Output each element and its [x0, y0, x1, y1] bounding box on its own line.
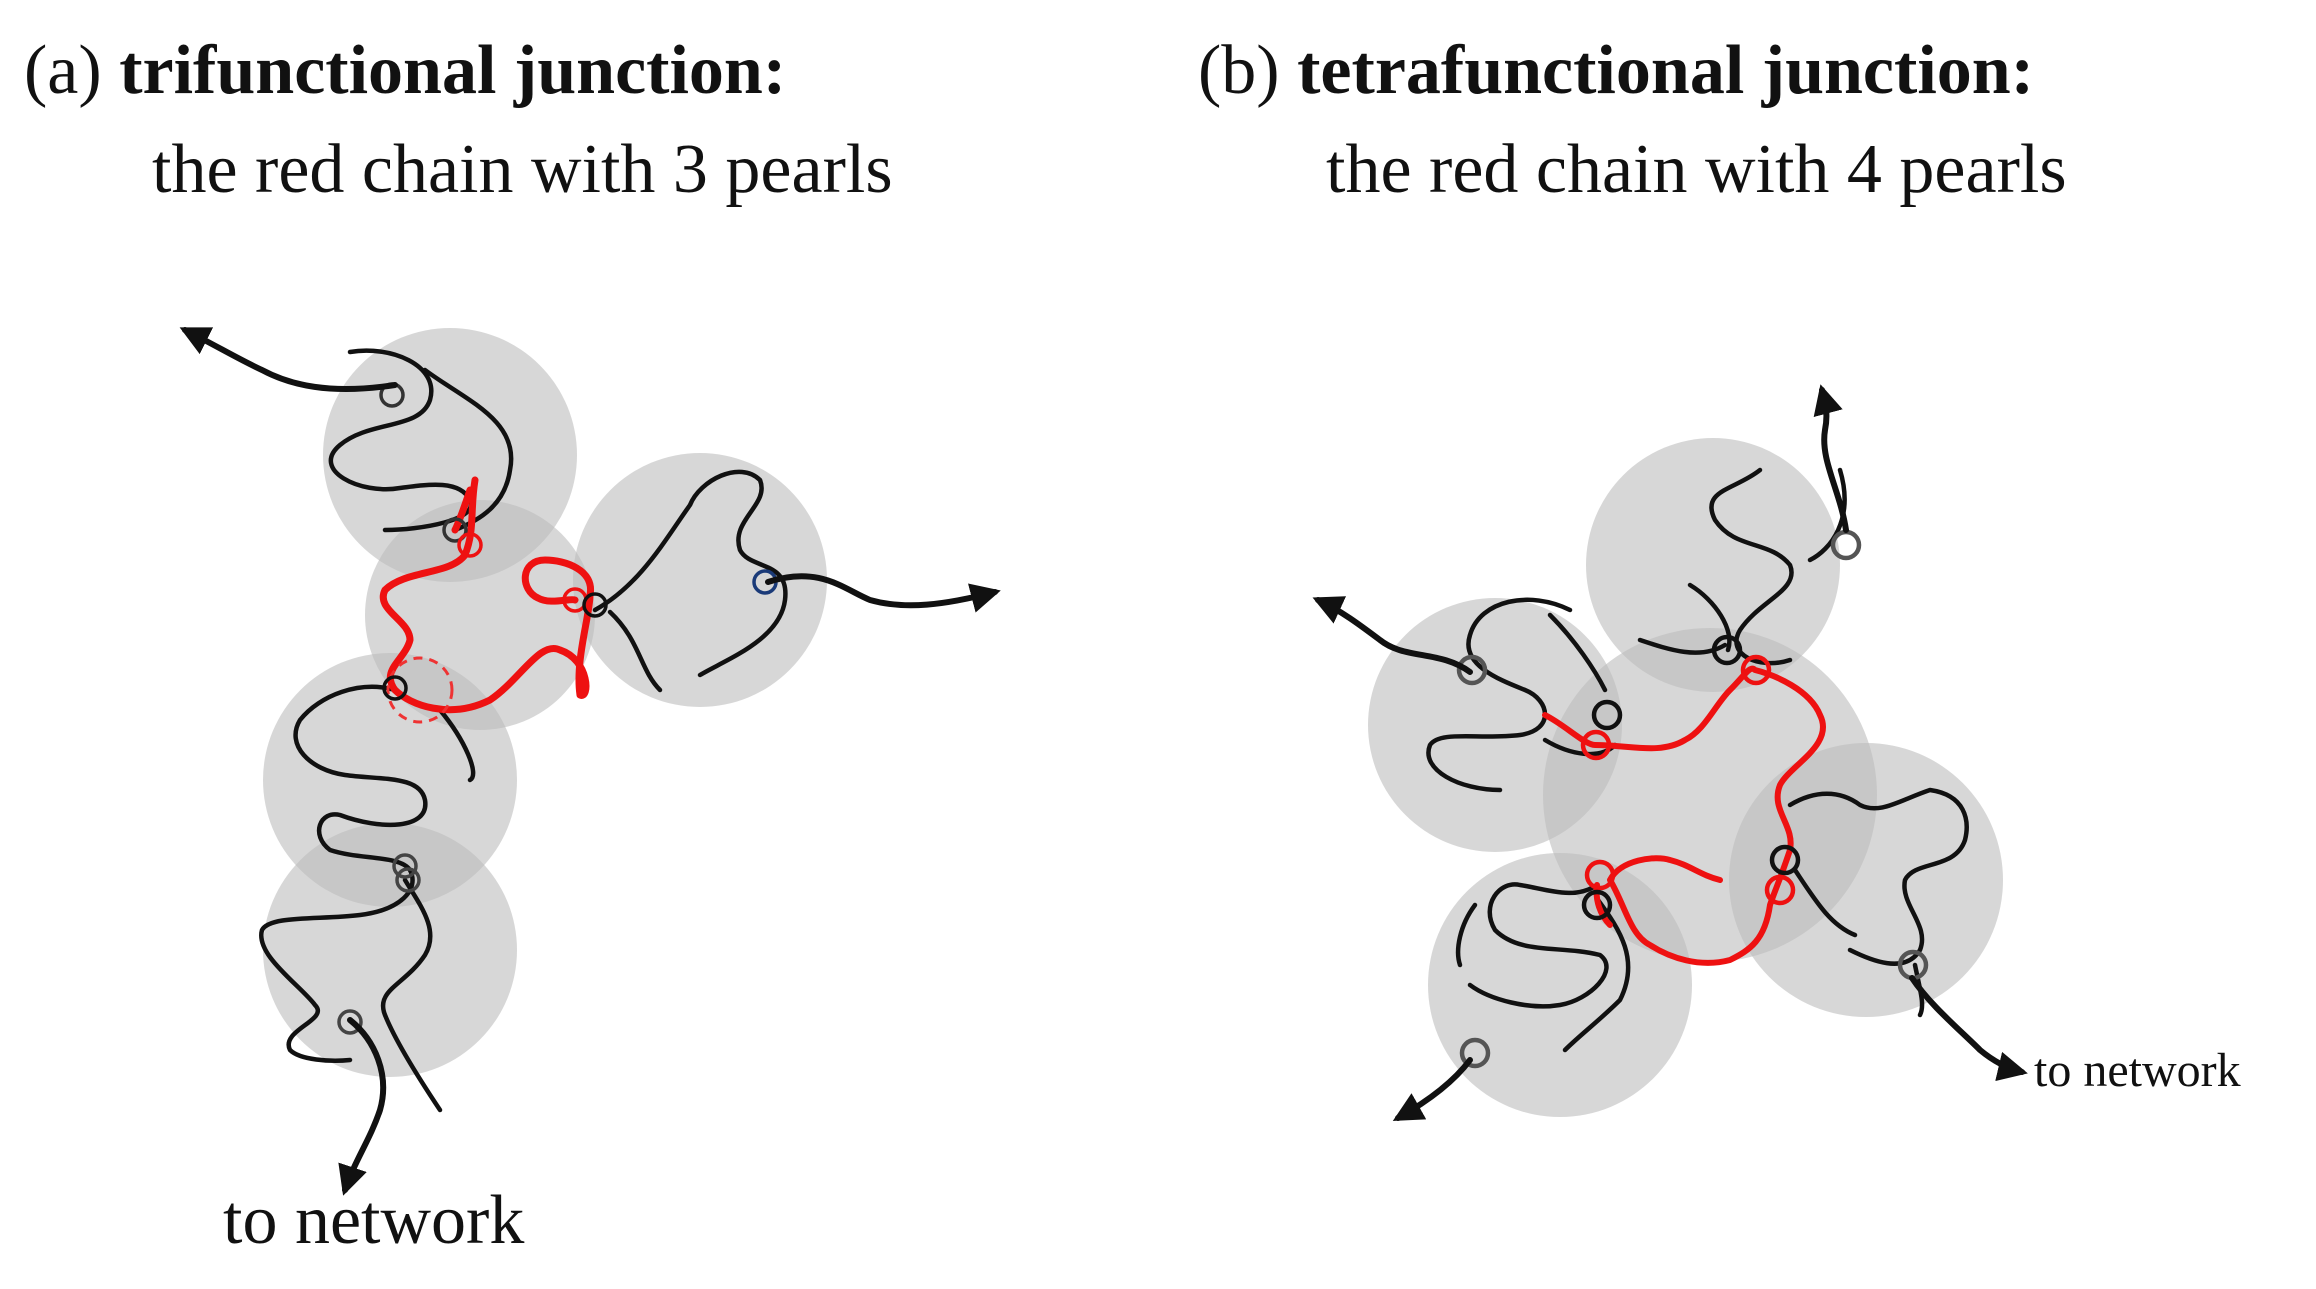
chain	[1687, 582, 1732, 653]
panel-b-heading: tetrafunctional junction:	[1297, 32, 2035, 109]
chain	[1787, 787, 1969, 966]
panel-a-tag: (a)	[24, 32, 102, 109]
chain	[422, 367, 514, 533]
crosslink-node	[1456, 654, 1488, 686]
chain	[1426, 597, 1573, 793]
panel-b-title: (b) tetrafunctional junction:	[1198, 36, 2034, 106]
chain	[592, 469, 788, 678]
network-arrow	[765, 573, 1001, 613]
crosslink-node	[1591, 699, 1623, 731]
red-chain-branch	[451, 486, 474, 534]
red-chain	[1542, 665, 1826, 966]
panel-b-subtitle: the red chain with 4 pearls	[1326, 131, 2067, 208]
panel-b-pearls	[1368, 438, 2003, 1117]
crosslink-node	[395, 867, 421, 893]
crosslink-node	[442, 517, 468, 543]
crosslink-node	[582, 592, 608, 618]
panel-a-heading: trifunctional junction:	[119, 32, 787, 109]
chain	[259, 867, 415, 1063]
crosslink-node	[1459, 1037, 1491, 1069]
chain	[1807, 467, 1847, 563]
panel-a-title: (a) trifunctional junction:	[24, 36, 786, 106]
panel-a-to-network-label: to network	[223, 1182, 525, 1259]
crosslink-node	[1580, 729, 1612, 761]
panel-a-subtitle: the red chain with 3 pearls	[152, 131, 893, 208]
chain	[293, 684, 428, 873]
chain	[1562, 897, 1631, 1053]
crosslink-node	[392, 853, 418, 879]
network-arrow	[338, 1017, 387, 1196]
crosslink-node	[1764, 874, 1796, 906]
chain	[437, 707, 476, 783]
crosslink-node	[1769, 844, 1801, 876]
crosslink-node	[1581, 889, 1613, 921]
pearl	[573, 453, 827, 707]
chain	[607, 609, 663, 693]
chain	[1912, 962, 1925, 1018]
network-arrow	[1909, 975, 2028, 1082]
pearl	[1586, 438, 1840, 692]
red-dashed-pearl-marker	[386, 656, 454, 724]
pearl	[1729, 743, 2003, 1017]
panel-b-network-arrows	[1312, 384, 2028, 1121]
network-arrow	[179, 327, 398, 392]
panel-a-red-chain	[379, 476, 594, 714]
chain	[1467, 882, 1609, 1009]
network-arrow	[1312, 596, 1473, 675]
panel-a-network-arrows	[179, 327, 1001, 1196]
crosslink-node	[457, 532, 483, 558]
network-arrow	[1813, 384, 1849, 533]
crosslink-node	[337, 1009, 363, 1035]
pearl	[263, 823, 517, 1077]
crosslink-node	[1740, 654, 1772, 686]
crosslink-node	[382, 675, 408, 701]
crosslink-node	[1584, 859, 1616, 891]
chain	[1455, 902, 1478, 968]
crosslink-node	[1711, 634, 1743, 666]
panel-a-diagram	[179, 327, 1001, 1196]
chain	[1792, 867, 1858, 938]
panel-b-tag: (b)	[1198, 32, 1280, 109]
network-arrow	[1392, 1057, 1473, 1121]
panel-b-diagram	[1312, 384, 2028, 1121]
red-chain	[379, 476, 594, 714]
chain	[1547, 612, 1608, 693]
chain	[380, 877, 443, 1113]
chain	[1637, 637, 1728, 655]
panel-b-to-network-label: to network	[2034, 1044, 2241, 1097]
